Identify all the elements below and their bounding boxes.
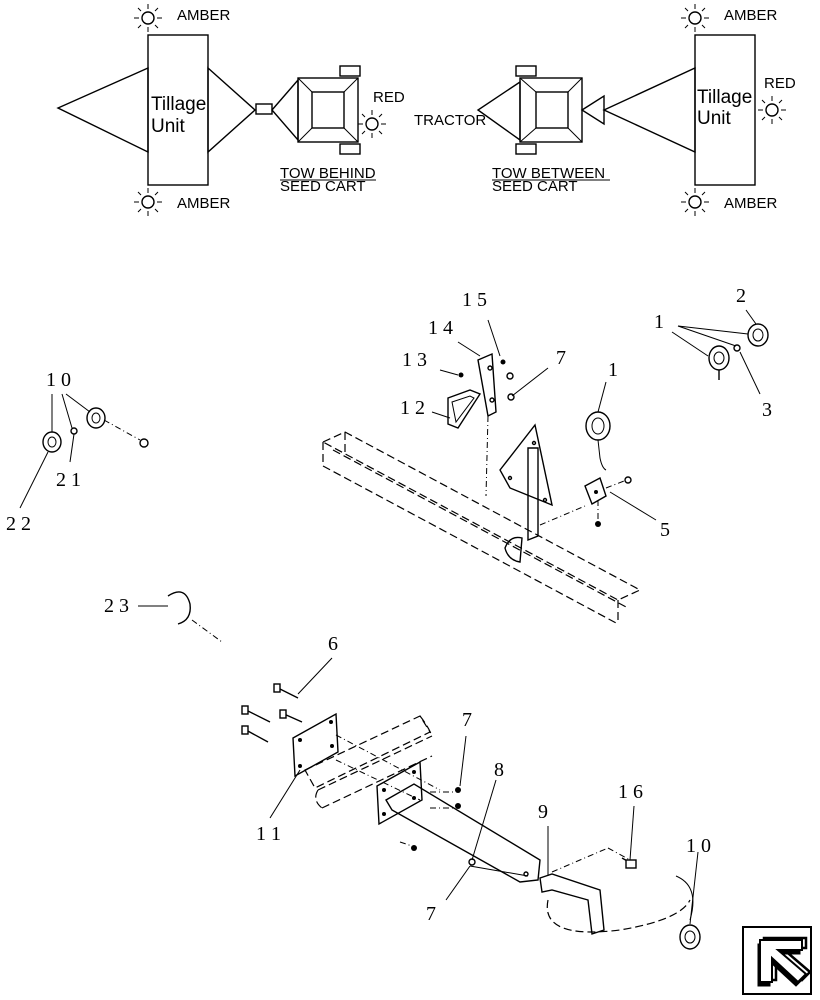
tow-between-caption-1: TOW BETWEEN xyxy=(492,165,605,182)
red-label: RED xyxy=(373,89,405,106)
tillage-hitch-right xyxy=(207,66,257,154)
callout-13: 1 3 xyxy=(402,349,427,371)
bolt xyxy=(273,683,299,699)
mount-plate xyxy=(292,712,339,778)
sign-post xyxy=(527,447,539,542)
callout-23: 2 3 xyxy=(104,595,129,617)
red-lamp xyxy=(42,431,62,453)
tillage-hitch xyxy=(602,66,696,154)
callout-5: 5 xyxy=(660,519,670,541)
callout-21: 2 1 xyxy=(56,469,81,491)
leader-lines xyxy=(19,309,761,925)
mount-plate xyxy=(477,352,497,418)
red-label: RED xyxy=(764,75,796,92)
amber-label-top: AMBER xyxy=(724,7,778,24)
callout-10-right: 1 0 xyxy=(686,835,711,857)
callout-7-bottom: 7 xyxy=(426,903,436,925)
tillage-unit-label-2: Unit xyxy=(151,116,186,137)
callout-9: 9 xyxy=(538,801,548,823)
bolt xyxy=(279,709,303,723)
red-lamp xyxy=(708,345,730,371)
amber-lamp-icon xyxy=(134,4,162,32)
callout-16: 1 6 xyxy=(618,781,643,803)
tow-behind-caption-2: SEED CART xyxy=(280,178,366,195)
hitch-plate xyxy=(376,760,423,826)
arrow-down-left-icon xyxy=(757,936,812,987)
amber-lamp xyxy=(585,411,611,441)
lamp-bracket xyxy=(584,476,607,506)
amber-label-bottom: AMBER xyxy=(724,195,778,212)
callout-3: 3 xyxy=(762,399,772,421)
tow-between-caption-2: SEED CART xyxy=(492,178,578,195)
bolt xyxy=(241,705,271,723)
amber-lamp-icon xyxy=(681,188,709,216)
callout-1-lamp: 1 xyxy=(608,359,618,381)
hose-clip xyxy=(167,591,191,625)
tillage-unit-label-1: Tillage xyxy=(151,94,206,115)
amber-lamp-icon xyxy=(681,4,709,32)
tillage-unit-label-1: Tillage xyxy=(697,87,752,108)
amber-lamp xyxy=(86,407,106,429)
tillage-unit-label-2: Unit xyxy=(697,108,732,129)
callout-10-left: 1 0 xyxy=(46,369,71,391)
callout-6: 6 xyxy=(328,633,338,655)
callout-8: 8 xyxy=(494,759,504,781)
tow-between-schematic: Tillage Unit AMBER AMBER RED TRACTOR TOW xyxy=(414,4,796,216)
tractor-label: TRACTOR xyxy=(414,112,486,129)
callout-15: 1 5 xyxy=(462,289,487,311)
callout-1: 1 xyxy=(654,311,664,333)
cart-wheel-bottom xyxy=(339,143,361,155)
callout-14: 1 4 xyxy=(428,317,453,339)
bolt xyxy=(241,725,269,743)
tractor-hitch xyxy=(476,80,521,142)
tillage-unit-box xyxy=(694,34,756,186)
seed-cart-hopper xyxy=(535,91,569,129)
callout-12: 1 2 xyxy=(400,397,425,419)
seed-cart-box xyxy=(297,77,359,143)
tow-behind-caption-1: TOW BEHIND xyxy=(280,165,376,182)
callout-2: 2 xyxy=(736,285,746,307)
cart-wheel-top xyxy=(339,65,361,77)
amber-label-top: AMBER xyxy=(177,7,231,24)
lamp-bracket xyxy=(539,873,605,935)
callout-11: 1 1 xyxy=(256,823,281,845)
red-lamp-icon xyxy=(358,110,386,138)
amber-lamp-icon xyxy=(134,188,162,216)
cart-wheel-top xyxy=(515,65,537,77)
amber-lamp xyxy=(747,323,769,347)
cart-tongue xyxy=(271,78,299,142)
extension-arm xyxy=(385,783,541,883)
amber-label-bottom: AMBER xyxy=(177,195,231,212)
u-bolt-bracket xyxy=(447,389,482,429)
callout-7-top: 7 xyxy=(556,347,566,369)
cart-rear-hitch xyxy=(580,94,605,126)
red-lamp-icon xyxy=(758,96,786,124)
amber-lamp xyxy=(679,924,701,950)
cart-wheel-bottom xyxy=(515,143,537,155)
tow-behind-schematic: Tillage Unit xyxy=(56,4,405,216)
callout-numbers: 1 5 1 4 1 3 1 2 7 1 5 1 2 3 1 0 2 1 2 2 … xyxy=(6,285,772,925)
hitch-connector xyxy=(255,103,273,115)
smv-sign xyxy=(499,423,553,507)
seed-cart-hopper xyxy=(311,91,345,129)
previous-page-button[interactable] xyxy=(742,926,812,995)
callout-7-mid: 7 xyxy=(462,709,472,731)
callout-22: 2 2 xyxy=(6,513,31,535)
tillage-hitch-left xyxy=(56,66,149,154)
